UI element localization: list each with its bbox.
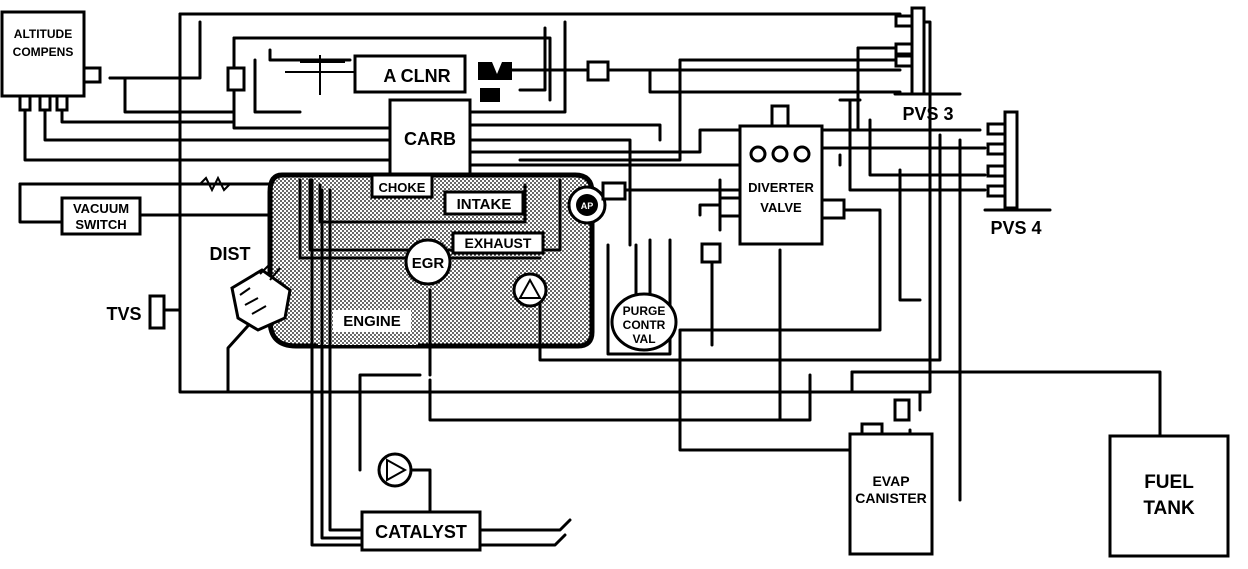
- purge-label-2: CONTR: [623, 318, 666, 332]
- vacuum-port-left: [226, 66, 246, 92]
- air-cleaner-valve: [285, 55, 355, 95]
- carb-label: CARB: [404, 129, 456, 149]
- sensor-body: [480, 88, 500, 102]
- purge-control-valve: [610, 292, 678, 352]
- vacuum-switch: [60, 196, 142, 236]
- intake-label: INTAKE: [457, 196, 512, 213]
- altitude-port-2: [38, 94, 52, 112]
- pvs4-port-4: [986, 184, 1007, 198]
- air-pump-outlet: [601, 181, 627, 201]
- egr-valve: [404, 238, 452, 286]
- air-pump-rotor: [576, 194, 598, 216]
- air-cleaner: [353, 54, 467, 94]
- dist-label: DIST: [209, 244, 250, 264]
- engine-label: ENGINE: [343, 313, 401, 330]
- diverter-label-1: DIVERTER: [748, 180, 814, 195]
- check-valve-triangle: [518, 277, 542, 299]
- pvs4-port-3: [986, 164, 1007, 178]
- purge-label-1: PURGE: [623, 304, 666, 318]
- diverter-port-2: [771, 145, 789, 163]
- purge-label-3: VAL: [632, 332, 655, 346]
- diverter-valve-top-port: [770, 104, 790, 128]
- fuel-tank-label-2: TANK: [1143, 498, 1195, 519]
- intake: [443, 190, 525, 216]
- catalyst-label: CATALYST: [375, 522, 467, 542]
- choke: [370, 173, 434, 199]
- evap-label-1: EVAP: [872, 473, 909, 489]
- pvs3-port-2: [894, 42, 914, 56]
- pvs4-label: PVS 4: [990, 218, 1041, 238]
- evap-canister: [848, 432, 934, 556]
- pvs3-label: PVS 3: [902, 104, 953, 124]
- fuel-tank: [1108, 434, 1230, 558]
- diverter-side-port: [700, 242, 722, 264]
- evap-label-2: CANISTER: [855, 490, 927, 506]
- pvs3-port-3: [894, 54, 914, 68]
- diverter-label-2: VALVE: [760, 200, 802, 215]
- diverter-right-port: [820, 198, 846, 220]
- altitude-compensator-label-1: ALTITUDE: [14, 27, 72, 41]
- fuel-tank-label-1: FUEL: [1144, 472, 1194, 493]
- pvs3-port-1: [894, 14, 914, 28]
- air-pump-label: AP: [581, 201, 594, 211]
- vacuum-switch-label-1: VACUUM: [73, 201, 129, 216]
- thermal-sensor: [478, 62, 512, 80]
- evap-canister-cap: [860, 422, 884, 436]
- distributor: [230, 261, 292, 332]
- tvs-label: TVS: [106, 304, 141, 324]
- engine-label-bg: [333, 310, 411, 332]
- pvs4-port-1: [986, 122, 1007, 136]
- choke-label: CHOKE: [379, 180, 426, 195]
- pvs4-port-2: [986, 142, 1007, 156]
- altitude-compensator-port: [82, 66, 102, 84]
- restrictor-icon: [199, 175, 231, 193]
- diverter-left-port: [718, 196, 742, 218]
- vacuum-lines: [18, 12, 1162, 547]
- exhaust: [451, 231, 545, 255]
- air-check-valve-triangle: [386, 458, 408, 482]
- pvs4: [1003, 110, 1019, 210]
- pvs3: [910, 6, 926, 96]
- evap-canister-port: [893, 398, 911, 422]
- carburetor: [388, 98, 472, 176]
- catalyst: [360, 510, 482, 552]
- vacuum-port-right: [586, 60, 610, 82]
- altitude-port-3: [55, 94, 69, 112]
- egr-label: EGR: [412, 255, 445, 272]
- altitude-compensator-label-2: COMPENS: [13, 45, 74, 59]
- tvs: [148, 294, 166, 330]
- altitude-compensator: [0, 10, 86, 98]
- exhaust-label: EXHAUST: [465, 235, 532, 251]
- altitude-port-1: [18, 94, 32, 112]
- diverter-port-1: [749, 145, 767, 163]
- vacuum-switch-label-2: SWITCH: [75, 217, 126, 232]
- diverter-port-3: [793, 145, 811, 163]
- air-cleaner-label: A CLNR: [383, 66, 450, 86]
